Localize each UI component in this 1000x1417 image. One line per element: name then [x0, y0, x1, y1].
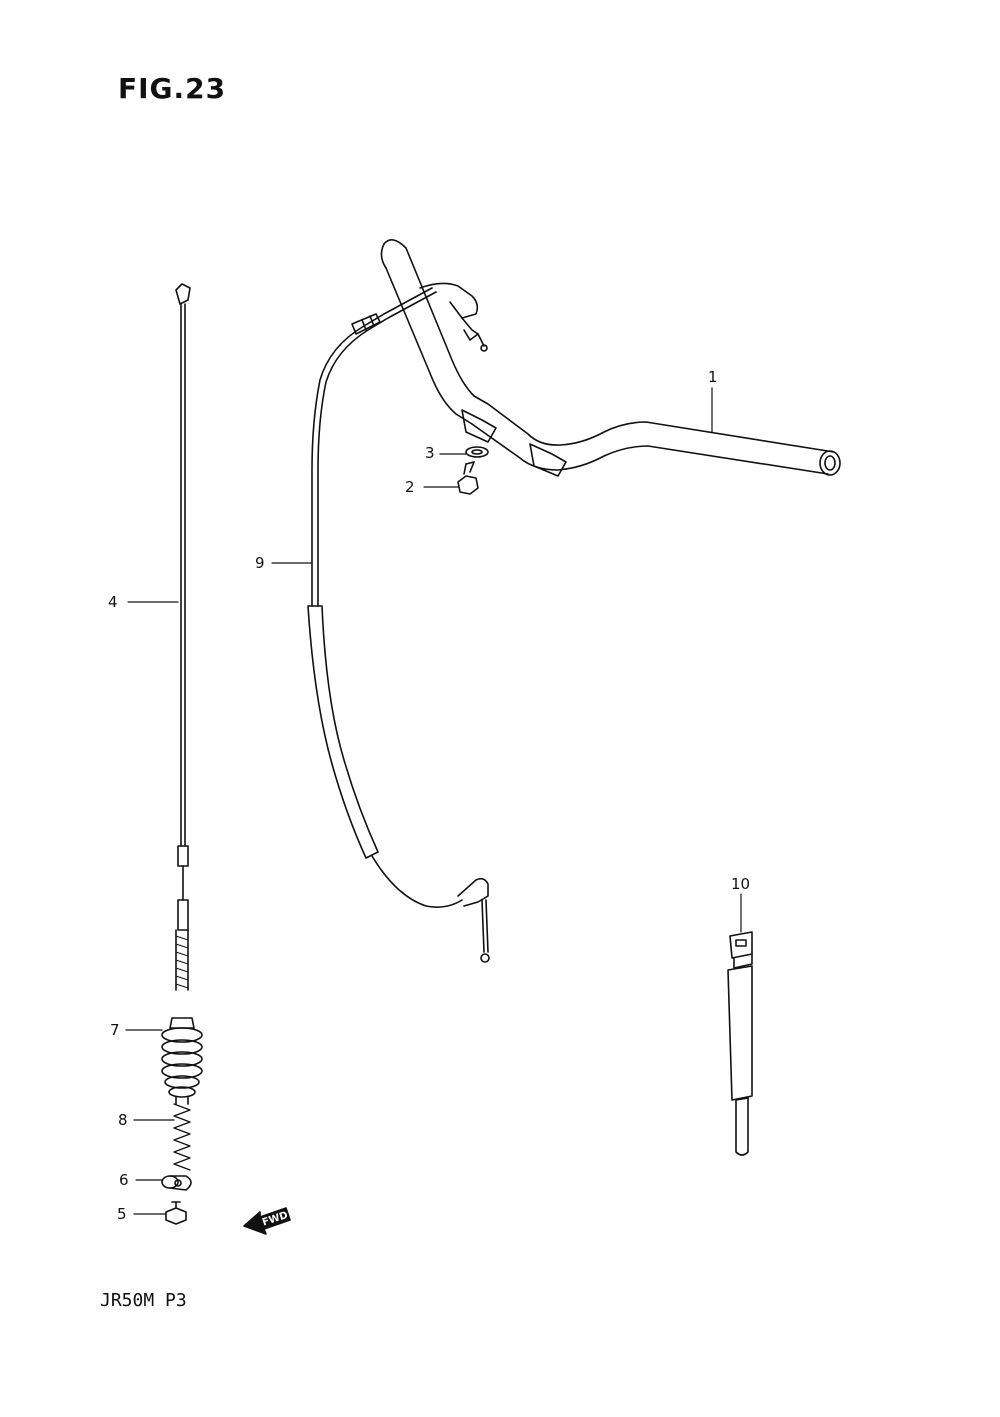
washer-part[interactable] — [465, 446, 489, 458]
callout-1: 1 — [708, 368, 718, 386]
callout-10: 10 — [731, 875, 750, 893]
front-brake-cable-part[interactable] — [175, 283, 191, 991]
spring-part[interactable] — [173, 1103, 191, 1171]
rear-brake-cable-part[interactable] — [307, 287, 490, 963]
fwd-arrow-icon — [243, 1207, 291, 1235]
callout-5: 5 — [117, 1205, 127, 1223]
callout-7: 7 — [110, 1021, 120, 1039]
callout-8: 8 — [118, 1111, 128, 1129]
clamp-band-part[interactable] — [727, 931, 753, 1156]
adjuster-nut-part[interactable] — [165, 1201, 187, 1225]
bolt-part[interactable] — [457, 461, 479, 495]
handlebar-part[interactable] — [380, 239, 841, 477]
callout-9: 9 — [255, 554, 265, 572]
callout-6: 6 — [119, 1171, 129, 1189]
rubber-boot-part[interactable] — [161, 1017, 203, 1105]
cable-thread-marks — [175, 935, 189, 989]
callout-2: 2 — [405, 478, 415, 496]
figure-title: FIG.23 — [118, 72, 227, 105]
model-code: JR50M P3 — [100, 1290, 187, 1311]
callout-3: 3 — [425, 444, 435, 462]
cable-joint-part[interactable] — [161, 1175, 192, 1191]
callout-4: 4 — [108, 593, 118, 611]
callout-labels: 1 2 3 4 5 6 7 8 9 10 FWD — [108, 368, 750, 1229]
callout-leader-lines — [125, 387, 742, 1215]
